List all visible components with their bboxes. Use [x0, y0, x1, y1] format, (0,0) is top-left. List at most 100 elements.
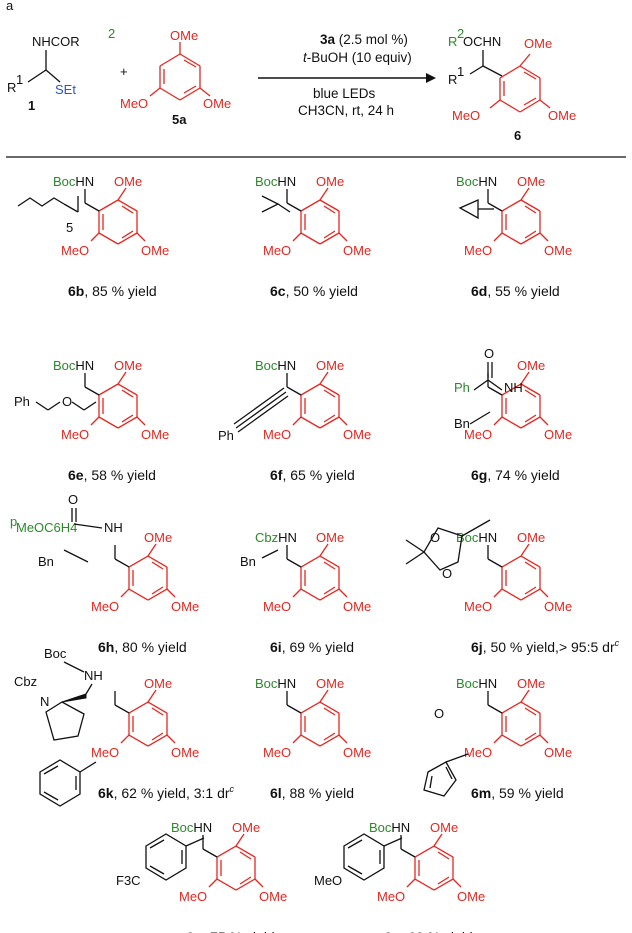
ring-6d — [493, 187, 549, 245]
substituent-6d — [458, 198, 494, 220]
product-ring — [489, 53, 551, 113]
ring-6h — [120, 543, 176, 601]
product-r2-sup: 2 — [457, 26, 464, 41]
label-6i-bn: Bn — [240, 554, 256, 569]
caption-6l: 6l, 88 % yield — [270, 785, 354, 801]
ome-right-6m: OMe — [544, 745, 572, 760]
label-6n-f3c: F3C — [116, 873, 141, 888]
ome-right-6e: OMe — [141, 427, 169, 442]
ome-right-6n: OMe — [259, 889, 287, 904]
ring-6o — [406, 833, 462, 891]
product-r2: R — [448, 34, 457, 49]
ome-right-6h: OMe — [171, 599, 199, 614]
substituent-labels: Ph O Ph O Ph NH Bn O p MeOC6H4 NH Bn Bn … — [10, 346, 523, 888]
label-6g-o: O — [484, 346, 494, 361]
caption-6h: 6h, 80 % yield — [98, 639, 187, 655]
ome-right-6f: OMe — [343, 427, 371, 442]
ome-top-6b: OMe — [114, 174, 142, 189]
ring-6b — [90, 187, 146, 245]
label-6h-nh: NH — [104, 520, 123, 535]
product-ome-top: OMe — [524, 36, 552, 51]
set-label: SEt — [55, 82, 76, 97]
caption-6j: 6j, 50 % yield,> 95:5 drc — [471, 638, 620, 655]
amine-6f: BocHN — [255, 358, 296, 373]
amine-6n: BocHN — [171, 820, 212, 835]
label-6k-n: N — [40, 694, 49, 709]
product-amide: OCHN — [463, 34, 501, 49]
amine-6m: BocHN — [456, 676, 497, 691]
meo-6j: MeO — [464, 599, 492, 614]
ome-top-6i: OMe — [316, 530, 344, 545]
ome-right: OMe — [203, 96, 231, 111]
label-6e-ph: Ph — [14, 394, 30, 409]
ome-top-6k: OMe — [144, 676, 172, 691]
meo-6m: MeO — [464, 745, 492, 760]
r2-superscript: 2 — [108, 26, 115, 41]
ring-6e — [90, 371, 146, 429]
meo-left: MeO — [120, 96, 148, 111]
label-6g-ph: Ph — [454, 380, 470, 395]
ring-6i — [292, 543, 348, 601]
ome-right-6i: OMe — [343, 599, 371, 614]
reactant-2-number: 5a — [172, 112, 187, 127]
label-6j-o2: O — [442, 566, 452, 581]
amide-group-label: NHCOR — [32, 34, 80, 49]
meo-6f: MeO — [263, 427, 291, 442]
product-bonds — [469, 50, 503, 77]
product-r1-sup: 1 — [457, 64, 464, 79]
chain-repeat-5: 5 — [66, 220, 73, 235]
amine-6b: BocHN — [53, 174, 94, 189]
r1-label: R — [7, 80, 16, 95]
product-r1: R — [448, 72, 457, 87]
label-6o-meo: MeO — [314, 873, 342, 888]
label-6g-nh: NH — [504, 380, 523, 395]
reaction-header: a NHCOR 2 R 1 SEt 1 + — [6, 0, 626, 158]
meo-6i: MeO — [263, 599, 291, 614]
label-6j-o1: O — [430, 530, 440, 545]
caption-6b: 6b, 85 % yield — [68, 283, 157, 299]
ome-right-6b: OMe — [141, 243, 169, 258]
ome-right-6c: OMe — [343, 243, 371, 258]
caption-6e: 6e, 58 % yield — [68, 467, 156, 483]
meo-6d: MeO — [464, 243, 492, 258]
label-6k-cbz: Cbz — [14, 674, 37, 689]
meo-6c: MeO — [263, 243, 291, 258]
label-6h-o: O — [68, 492, 78, 507]
ome-top-6l: OMe — [316, 676, 344, 691]
meo-6g: MeO — [464, 427, 492, 442]
substituent-6e — [35, 401, 97, 411]
solvent-line: CH3CN, rt, 24 h — [298, 103, 394, 118]
amine-6e: BocHN — [53, 358, 94, 373]
meo-6h: MeO — [91, 599, 119, 614]
reactant-2: OMe MeO OMe 5a — [120, 28, 231, 127]
ring-6l — [292, 689, 348, 747]
ome-top: OMe — [170, 28, 198, 43]
ome-top-6c: OMe — [316, 174, 344, 189]
plus-sign: + — [120, 64, 128, 79]
ring-6k — [120, 689, 176, 747]
label-6g-bn: Bn — [454, 416, 470, 431]
ome-right-6l: OMe — [343, 745, 371, 760]
ome-top-6m: OMe — [517, 676, 545, 691]
amine-6o: BocHN — [369, 820, 410, 835]
reagent-line: 3a (2.5 mol %) — [320, 32, 408, 47]
caption-6k: 6k, 62 % yield, 3:1 drc — [98, 784, 235, 801]
reactant-1-bonds — [27, 50, 61, 83]
meo-6e: MeO — [61, 427, 89, 442]
ome-top-6f: OMe — [316, 358, 344, 373]
substituents-lower — [39, 508, 491, 881]
product-number: 6 — [514, 128, 521, 143]
caption-6c: 6c, 50 % yield — [270, 283, 358, 299]
product-ome-right: OMe — [548, 108, 576, 123]
ome-right-6j: OMe — [544, 599, 572, 614]
caption-6m: 6m, 59 % yield — [471, 785, 564, 801]
caption-6i: 6i, 69 % yield — [270, 639, 354, 655]
meo-6n: MeO — [179, 889, 207, 904]
ome-right-6g: OMe — [544, 427, 572, 442]
